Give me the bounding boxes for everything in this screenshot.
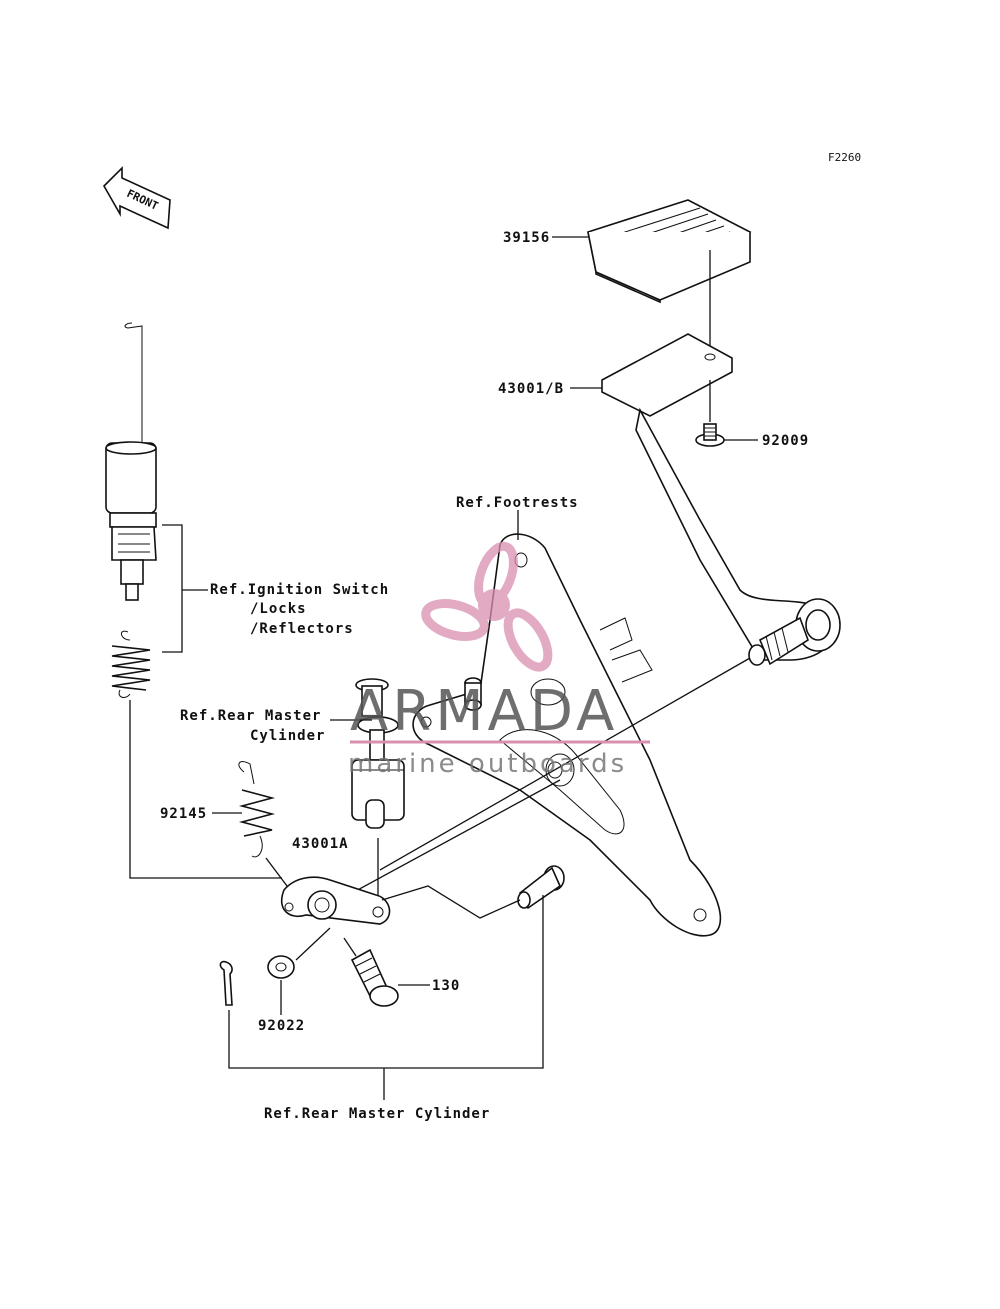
master-cylinder-clevis [351,678,405,829]
leader-rmc-bottom-bracket [228,895,544,1069]
leader-lever-to-pin [381,885,521,919]
label-ignition-2: /Locks [250,601,307,617]
leader-spring-to-lever [265,857,291,891]
pedal-pad-rubber [587,199,752,304]
leader-spring-to-arm [129,700,282,879]
footrest-bracket [412,533,722,937]
label-92022: 92022 [258,1018,305,1034]
front-arrow-icon: FRONT [103,166,171,230]
leader-lever-to-bolt [343,937,357,957]
label-92009: 92009 [762,433,809,449]
brake-pedal-arm [601,333,833,661]
label-39156: 39156 [503,230,550,246]
armada-logo-icon [421,541,553,672]
label-130: 130 [432,978,460,994]
label-footrests: Ref.Footrests [456,495,579,511]
washer-92022 [267,955,295,979]
watermark-tagline: marine outboards [348,749,627,779]
cotter-pin [219,960,233,1006]
label-43001b: 43001/B [498,381,564,397]
watermark-name: ARMADA [350,679,618,744]
leader-ignition-bracket [162,524,183,653]
leader-washer-to-lever [295,927,331,961]
clevis-pin [517,865,565,910]
label-rmc-top-1: Ref.Rear Master [180,708,321,724]
figure-code: F2260 [828,151,861,164]
label-ignition-3: /Reflectors [250,621,354,637]
spring-92145 [238,761,276,858]
leader-assembly-axis [379,657,751,871]
label-43001a: 43001A [292,836,349,852]
pedal-pivot-shaft [748,598,841,666]
switch-spring [111,630,151,698]
bolt-92009 [695,423,725,447]
brake-light-switch [105,322,157,601]
label-rmc-bottom: Ref.Rear Master Cylinder [264,1106,490,1122]
label-ignition-1: Ref.Ignition Switch [210,582,389,598]
label-92145: 92145 [160,806,207,822]
label-rmc-top-2: Cylinder [250,728,325,744]
lever-43001a [281,876,391,925]
leader-assembly-axis-2 [329,779,561,906]
bolt-130 [350,948,399,1007]
